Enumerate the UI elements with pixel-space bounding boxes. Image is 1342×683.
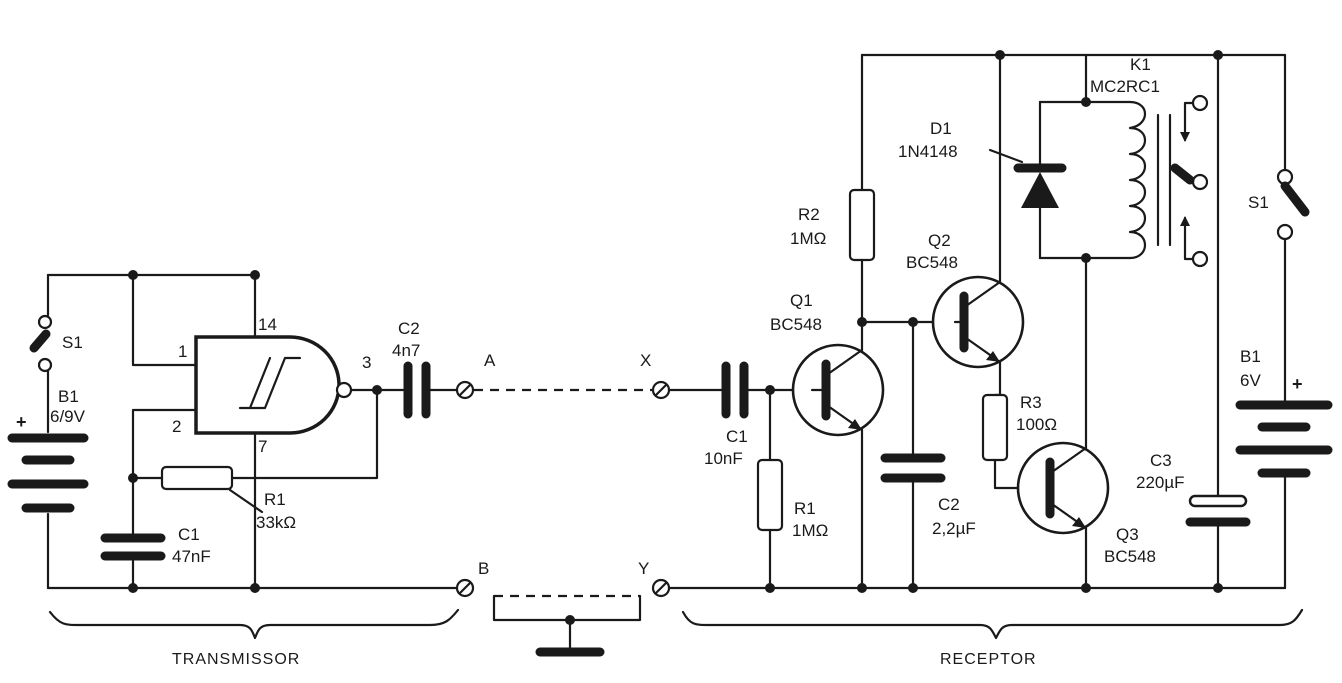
- line-y-label: Y: [638, 559, 649, 578]
- diode-d1: [1013, 163, 1067, 208]
- tx-c1-value: 47nF: [172, 547, 211, 566]
- rx-c3-capacitor: [1185, 494, 1251, 527]
- tx-b1-value: 6/9V: [50, 407, 86, 426]
- rx-c1-value: 10nF: [704, 449, 743, 468]
- q1-value: BC548: [770, 315, 822, 334]
- tx-r1-resistor: [160, 465, 234, 491]
- tx-switch-lever: [29, 329, 51, 353]
- q2-label: Q2: [928, 231, 951, 250]
- transmitter-section: [7, 270, 475, 598]
- rx-r1-value: 1MΩ: [792, 521, 828, 540]
- gate-pin3: 3: [362, 353, 371, 372]
- gate-pin2: 2: [172, 417, 181, 436]
- d1-value: 1N4148: [898, 142, 958, 161]
- rx-battery: [1235, 400, 1333, 478]
- rx-r1-label: R1: [794, 499, 816, 518]
- rx-c1-label: C1: [726, 427, 748, 446]
- transmitter-brace: [48, 608, 460, 640]
- rx-c2-capacitor: [880, 453, 946, 483]
- tx-battery: [7, 433, 89, 513]
- line-b-label: B: [478, 559, 489, 578]
- rx-c2-value: 2,2µF: [932, 519, 976, 538]
- line-x-label: X: [640, 351, 651, 370]
- gate-pin7: 7: [258, 437, 267, 456]
- tx-c2-label: C2: [398, 319, 420, 338]
- q3-label: Q3: [1116, 525, 1139, 544]
- rx-switch-terminal-bottom: [1276, 223, 1294, 241]
- relay-contacts: [1170, 94, 1209, 268]
- tx-c1-label: C1: [178, 525, 200, 544]
- rx-c1-capacitor: [721, 361, 749, 419]
- rx-r3-label: R3: [1020, 393, 1042, 412]
- receiver-brace: [681, 608, 1304, 640]
- tx-s1-label: S1: [62, 333, 83, 352]
- rx-b1-label: B1: [1240, 347, 1261, 366]
- transistor-q2: [931, 275, 1025, 369]
- q3-value: BC548: [1104, 547, 1156, 566]
- tx-c1-capacitor: [100, 530, 166, 561]
- rx-r1-resistor: [756, 458, 784, 532]
- rx-r2-label: R2: [798, 205, 820, 224]
- line-section: [474, 388, 652, 657]
- d1-label: D1: [930, 119, 952, 138]
- tx-c2-capacitor: [403, 361, 431, 419]
- line-a-label: A: [484, 351, 496, 370]
- rx-c3-label: C3: [1150, 451, 1172, 470]
- rx-r3-resistor: [981, 393, 1009, 462]
- q2-value: BC548: [906, 253, 958, 272]
- q1-label: Q1: [790, 291, 813, 310]
- gate-pin14: 14: [258, 315, 277, 334]
- rx-battery-plus: +: [1292, 374, 1303, 394]
- gate-pin1: 1: [178, 342, 187, 361]
- schmitt-nand-gate: [194, 335, 353, 435]
- k1-label: K1: [1130, 55, 1151, 74]
- rx-c2-label: C2: [938, 495, 960, 514]
- receiver-section-label: RECEPTOR: [940, 651, 1037, 668]
- k1-value: MC2RC1: [1090, 77, 1160, 96]
- transistor-q3: [1016, 441, 1110, 535]
- tx-b1-label: B1: [58, 387, 79, 406]
- tx-r1-label: R1: [264, 490, 286, 509]
- relay-coil: [1128, 100, 1172, 260]
- tx-r1-value: 33kΩ: [256, 513, 296, 532]
- tx-switch-terminal-top: [37, 314, 53, 330]
- rx-c3-value: 220µF: [1136, 473, 1185, 492]
- rx-s1-label: S1: [1248, 193, 1269, 212]
- rx-r2-value: 1MΩ: [790, 229, 826, 248]
- rx-r3-value: 100Ω: [1016, 415, 1057, 434]
- tx-c2-value: 4n7: [392, 341, 420, 360]
- rx-switch-lever: [1280, 181, 1310, 217]
- tx-battery-plus: +: [16, 412, 27, 432]
- transistor-q1: [791, 343, 885, 437]
- tx-switch-terminal-bottom: [37, 357, 53, 373]
- receiver-section: [651, 50, 1333, 598]
- rx-r2-resistor: [848, 188, 876, 262]
- rx-b1-value: 6V: [1240, 371, 1261, 390]
- transmitter-section-label: TRANSMISSOR: [172, 651, 300, 668]
